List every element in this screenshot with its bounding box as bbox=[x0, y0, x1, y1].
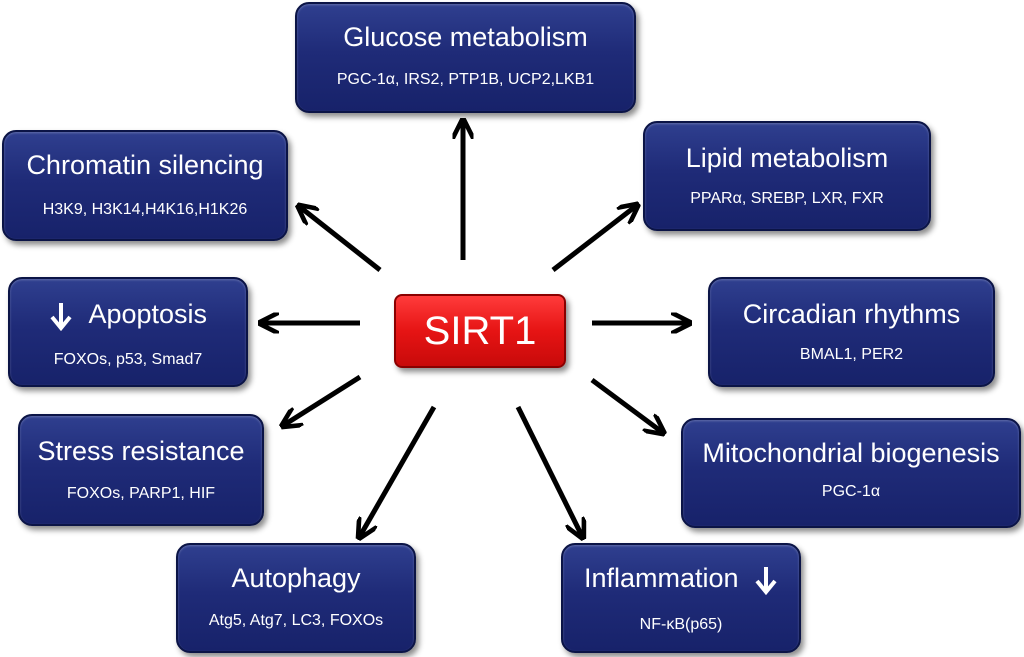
node-stress-resistance: Stress resistance FOXOs, PARP1, HIF bbox=[18, 414, 264, 526]
node-autophagy: Autophagy Atg5, Atg7, LC3, FOXOs bbox=[176, 543, 416, 653]
node-title-row: Apoptosis bbox=[10, 299, 246, 331]
node-items: Atg5, Atg7, LC3, FOXOs bbox=[208, 612, 384, 629]
node-title: Apoptosis bbox=[88, 299, 208, 329]
center-node-sirt1: SIRT1 bbox=[394, 294, 566, 368]
node-mitochondrial-biogenesis: Mitochondrial biogenesis PGC-1α bbox=[681, 418, 1021, 528]
arrow-to-stress bbox=[284, 374, 362, 425]
node-items: BMAL1, PER2 bbox=[799, 346, 904, 363]
node-inflammation: Inflammation NF-κB(p65) bbox=[561, 543, 801, 653]
node-items: NF-κB(p65) bbox=[639, 616, 723, 633]
node-title: Inflammation bbox=[583, 563, 739, 593]
node-lipid-metabolism: Lipid metabolism PPARα, SREBP, LXR, FXR bbox=[643, 121, 931, 231]
node-items: FOXOs, p53, Smad7 bbox=[53, 351, 203, 368]
node-title: Chromatin silencing bbox=[26, 150, 264, 180]
node-circadian-rhythms: Circadian rhythms BMAL1, PER2 bbox=[708, 277, 995, 387]
node-title: Lipid metabolism bbox=[685, 143, 889, 173]
node-title: Circadian rhythms bbox=[742, 299, 961, 329]
arrow-to-lipid bbox=[551, 206, 636, 272]
node-items: PPARα, SREBP, LXR, FXR bbox=[690, 190, 884, 207]
arrow-to-chromatin bbox=[300, 207, 382, 272]
node-items: PGC-1α bbox=[821, 483, 881, 500]
node-glucose-metabolism: Glucose metabolism PGC-1α, IRS2, PTP1B, … bbox=[295, 2, 636, 113]
down-arrow-icon bbox=[755, 566, 777, 595]
arrow-to-mitochondrial bbox=[590, 377, 662, 432]
node-title: Glucose metabolism bbox=[343, 22, 588, 52]
node-title: Mitochondrial biogenesis bbox=[702, 438, 1000, 468]
arrow-to-inflammation bbox=[515, 405, 582, 536]
node-apoptosis: Apoptosis FOXOs, p53, Smad7 bbox=[8, 277, 248, 387]
node-title: Stress resistance bbox=[37, 436, 245, 466]
node-title-row: Inflammation bbox=[563, 563, 799, 595]
node-items: PGC-1α, IRS2, PTP1B, UCP2,LKB1 bbox=[336, 71, 595, 88]
node-title: Autophagy bbox=[231, 563, 361, 593]
down-arrow-icon bbox=[50, 302, 72, 331]
node-chromatin-silencing: Chromatin silencing H3K9, H3K14,H4K16,H1… bbox=[2, 130, 288, 241]
arrow-to-autophagy bbox=[360, 405, 437, 536]
node-items: FOXOs, PARP1, HIF bbox=[66, 485, 216, 502]
node-items: H3K9, H3K14,H4K16,H1K26 bbox=[42, 201, 248, 218]
